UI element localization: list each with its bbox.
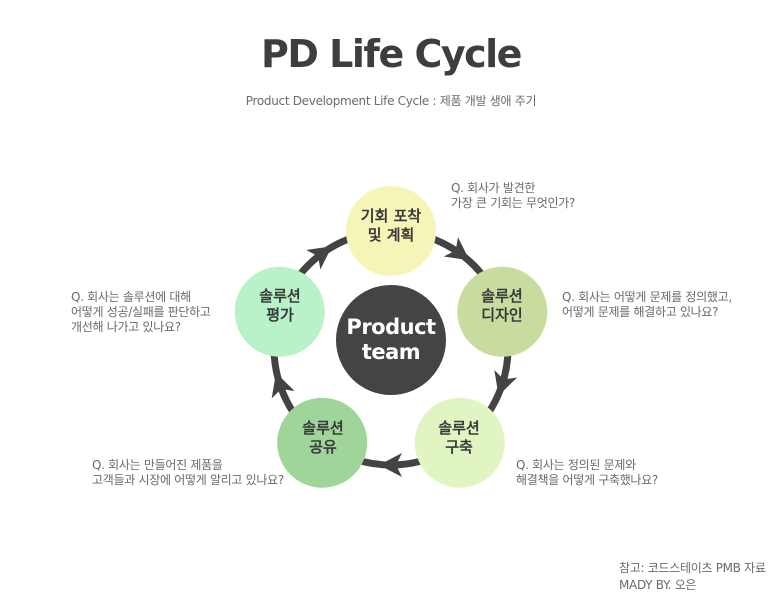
arrow-opportunity-to-design: [443, 237, 470, 261]
page-title: PD Life Cycle: [261, 32, 522, 76]
page-subtitle: Product Development Life Cycle : 제품 개발 생…: [245, 94, 537, 108]
center-circle: [336, 285, 446, 395]
stage-node-evaluate: [234, 266, 325, 357]
stage-node-design: [457, 266, 548, 357]
stage-node-share: [277, 397, 368, 488]
question-design: Q. 회사는 어떻게 문제를 정의했고,어떻게 문제를 해결하고 있나요?: [562, 290, 732, 319]
arrow-design-to-build: [494, 370, 518, 396]
arrow-evaluate-to-opportunity: [306, 246, 332, 270]
stage-node-build: [414, 397, 505, 488]
cycle-arrows: [271, 237, 518, 477]
stage-node-opportunity: [346, 186, 436, 276]
arrow-build-to-share: [379, 453, 402, 477]
cycle-nodes: [234, 186, 548, 488]
arrow-share-to-evaluate: [271, 372, 295, 399]
